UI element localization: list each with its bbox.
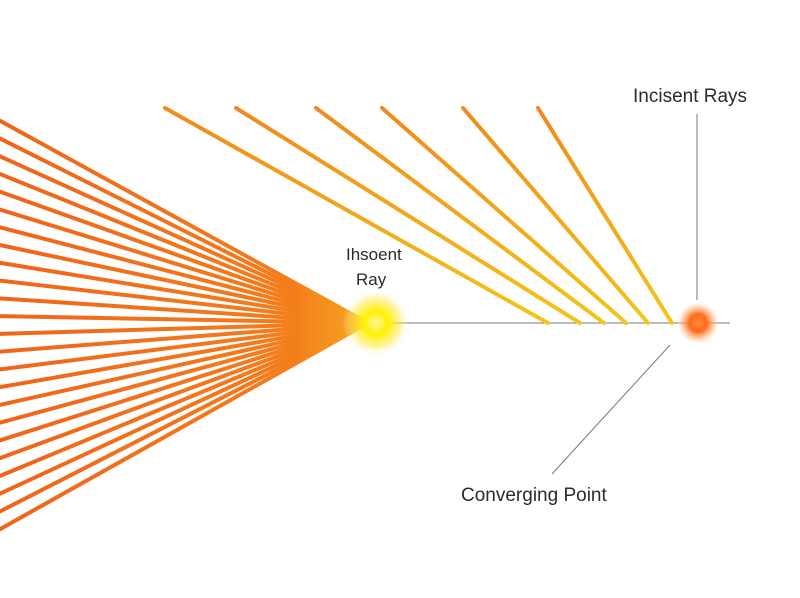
fan-ray: [0, 321, 370, 532]
converging-point-glow: [676, 301, 720, 345]
first-focus-glow: [342, 289, 410, 357]
fan-ray: [0, 321, 370, 354]
fan-ray: [0, 321, 370, 336]
incident-ray: [163, 106, 550, 325]
fan-ray: [0, 321, 370, 390]
incident-ray: [461, 106, 650, 325]
fan-ray: [0, 278, 370, 325]
incident-ray-label-line2: Ray: [356, 270, 387, 289]
incident-rays-label: Incisent Rays: [633, 86, 747, 107]
incident-ray-label-line1: Ihsoent: [346, 245, 402, 264]
fan-ray: [0, 321, 370, 461]
fan-ray: [0, 260, 370, 325]
incident-ray: [380, 106, 628, 325]
fan-ray: [0, 154, 370, 325]
fan-ray: [0, 314, 370, 325]
fan-ray: [0, 321, 370, 407]
fan-ray: [0, 321, 370, 372]
incident-ray: [234, 106, 582, 325]
fan-ray: [0, 321, 370, 514]
fan-ray: [0, 321, 370, 479]
fan-ray: [0, 243, 370, 325]
fan-ray: [0, 321, 370, 425]
fan-ray: [0, 189, 370, 325]
fan-ray: [0, 136, 370, 325]
converging-point-label: Converging Point: [461, 485, 607, 506]
fan-ray: [0, 321, 370, 496]
fan-ray: [0, 225, 370, 325]
fan-ray: [0, 118, 370, 325]
fan-ray: [0, 321, 370, 443]
incident-ray: [314, 106, 606, 325]
converging-point-leader-line: [551, 344, 671, 475]
converging-ray-fan: [0, 118, 370, 532]
incident-ray: [536, 106, 674, 325]
fan-ray: [0, 171, 370, 325]
fan-ray: [0, 296, 370, 325]
incident-ray-bundle: [163, 106, 674, 325]
fan-ray: [0, 207, 370, 325]
